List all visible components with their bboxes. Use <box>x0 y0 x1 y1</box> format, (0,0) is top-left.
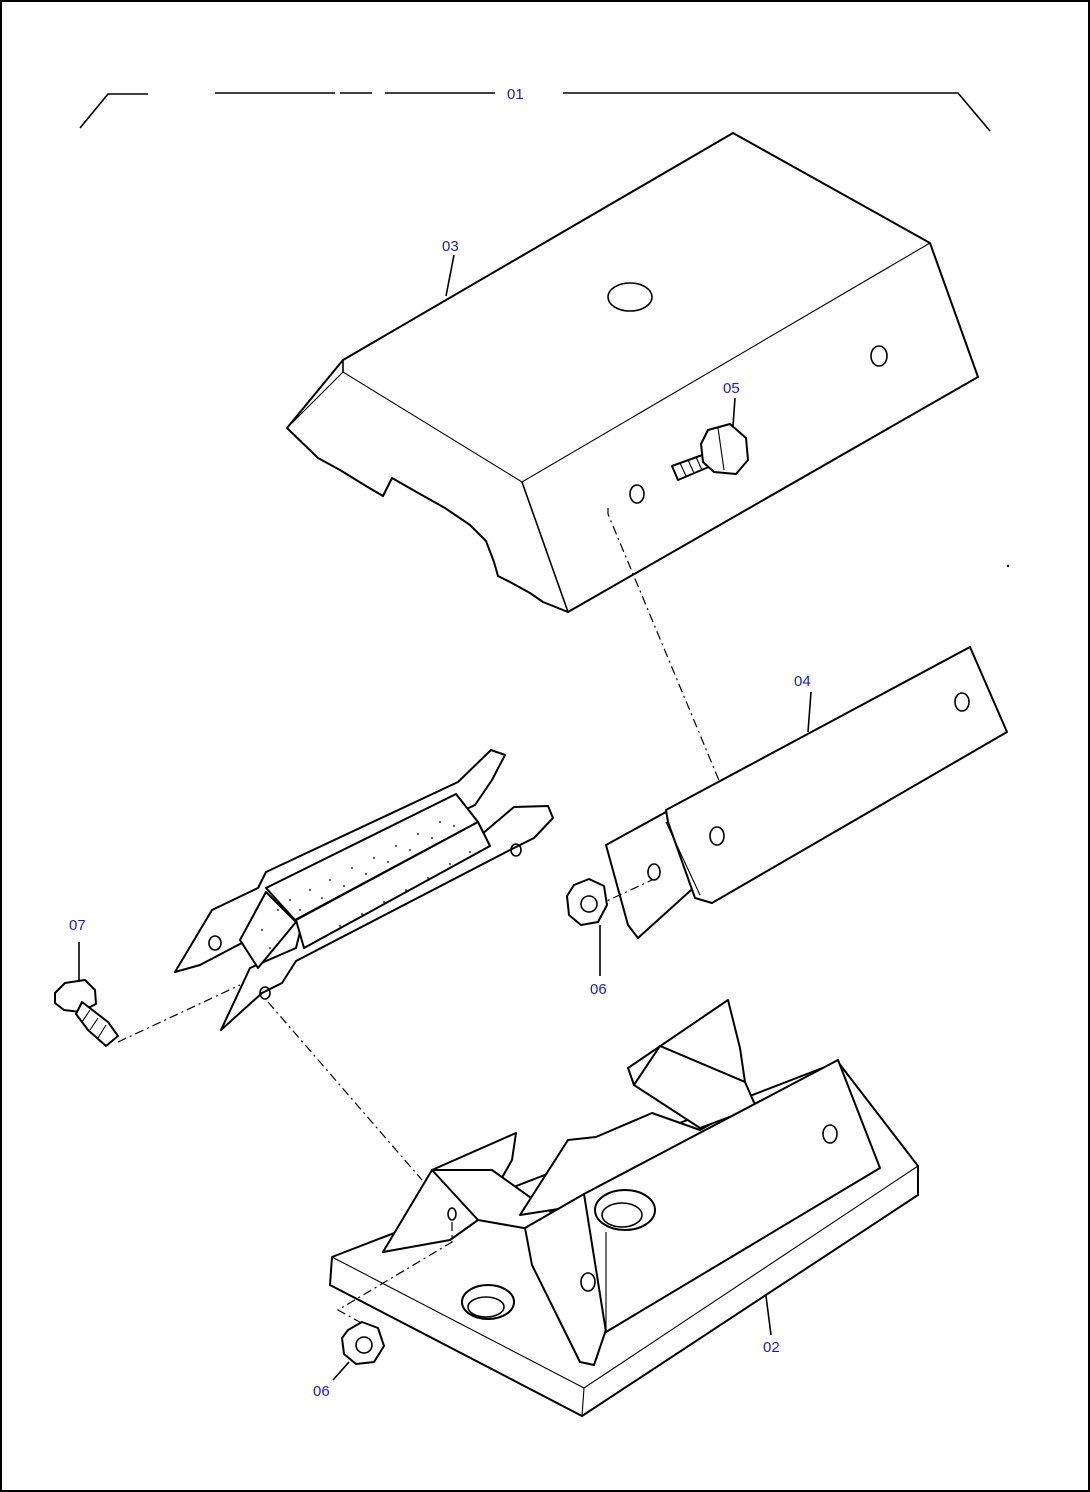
stray-mark <box>1006 564 1010 568</box>
cover-part: 03 <box>286 132 979 613</box>
callout-01: 01 <box>507 86 524 103</box>
callout-06-bottom: 06 <box>313 1383 330 1400</box>
nut-right: 06 <box>566 878 653 998</box>
callout-03: 03 <box>442 238 459 255</box>
base-bracket-part: 02 <box>329 999 919 1417</box>
callout-05: 05 <box>723 380 740 397</box>
rubber-mount <box>174 749 554 1031</box>
plate-part: 04 <box>605 646 1008 939</box>
assembly-bracket: 01 <box>79 86 991 132</box>
callout-04: 04 <box>794 673 811 690</box>
nut-bottom: 06 <box>313 1222 453 1400</box>
alignment-line-upper <box>607 508 739 827</box>
bolt-upper: 05 <box>671 380 749 481</box>
rubber-texture <box>261 821 471 949</box>
callout-07: 07 <box>69 917 86 934</box>
callout-02: 02 <box>763 1339 780 1356</box>
alignment-line-lower <box>267 1001 423 1181</box>
callout-06-right: 06 <box>590 981 607 998</box>
bolt-left: 07 <box>54 917 241 1047</box>
